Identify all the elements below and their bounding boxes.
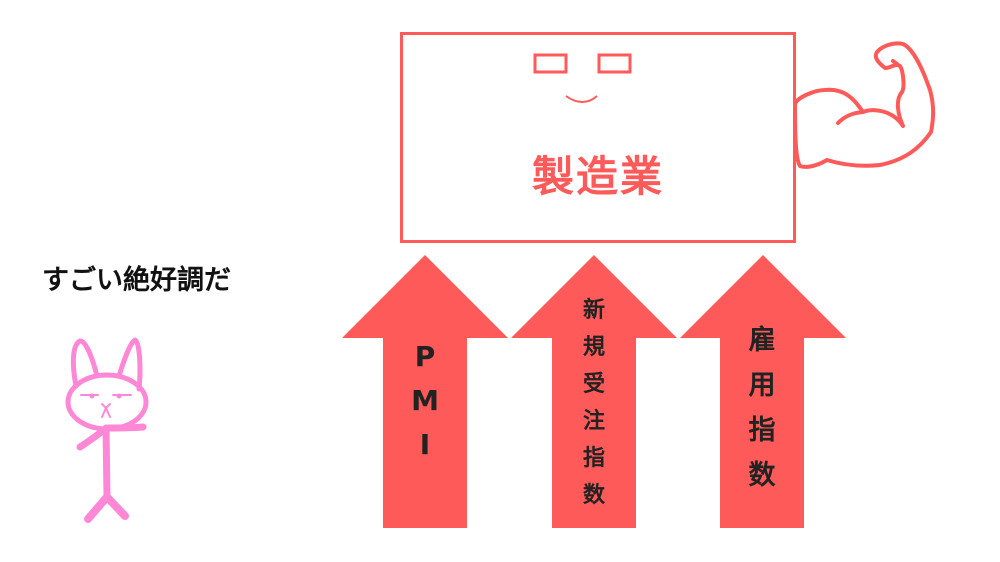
label-char: 指 [748,415,776,446]
label-char: P [414,340,436,373]
manufacturing-box [400,32,796,243]
label-char: 数 [748,460,776,491]
arrow-new-orders-label: 新 規 受 注 指 数 [552,292,636,514]
caption-text: すごい絶好調だ [42,265,231,296]
manufacturing-label: 製造業 [531,152,664,201]
label-char: 注 [582,409,605,434]
flexed-arm-icon [793,41,936,169]
arrow-pmi [342,255,508,528]
label-char: 用 [748,370,776,401]
label-char: M [411,384,439,417]
label-char: 数 [582,483,605,508]
box-face-icon [533,53,632,103]
arrow-new-orders [511,255,677,528]
label-char: I [419,428,431,461]
label-char: 規 [582,335,605,360]
label-char: 受 [582,372,605,397]
cat-figure-icon [65,337,149,523]
arrow-pmi-label: P M I [383,340,467,472]
arrow-employment-label: 雇 用 指 数 [720,318,804,498]
arrow-employment [680,255,846,528]
label-char: 指 [582,446,605,471]
label-char: 雇 [748,325,776,356]
label-char: 新 [582,298,605,323]
